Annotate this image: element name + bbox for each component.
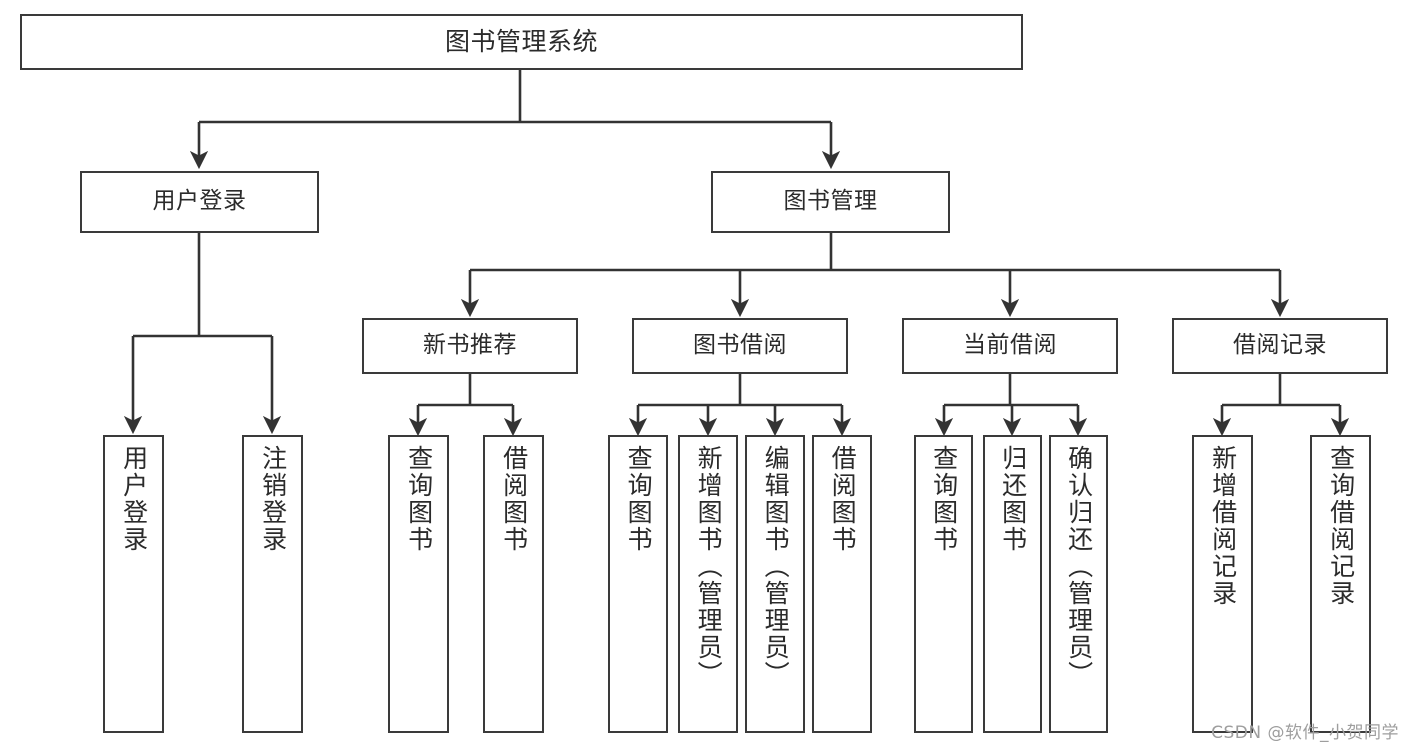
- leaf-confirm-return-label: 确认归还（管理员）: [1064, 445, 1094, 688]
- node-book-manage[interactable]: 图书管理: [711, 171, 950, 233]
- leaf-add-record[interactable]: 新增借阅记录: [1192, 435, 1253, 733]
- leaf-query-book-3-label: 查询图书: [929, 445, 959, 553]
- leaf-query-record-label: 查询借阅记录: [1326, 445, 1356, 607]
- leaf-query-record[interactable]: 查询借阅记录: [1310, 435, 1371, 733]
- leaf-edit-book-label: 编辑图书（管理员）: [761, 445, 791, 688]
- leaf-query-book-2-label: 查询图书: [624, 445, 654, 553]
- node-new-book-recommend[interactable]: 新书推荐: [362, 318, 578, 374]
- leaf-return-book-label: 归还图书: [998, 445, 1028, 553]
- node-current-borrow-label: 当前借阅: [963, 332, 1057, 359]
- leaf-logout-login-label: 注销登录: [258, 445, 288, 553]
- node-user-login[interactable]: 用户登录: [80, 171, 319, 233]
- leaf-borrow-book-2[interactable]: 借阅图书: [812, 435, 872, 733]
- leaf-user-login-label: 用户登录: [119, 445, 149, 553]
- leaf-edit-book[interactable]: 编辑图书（管理员）: [745, 435, 805, 733]
- node-root[interactable]: 图书管理系统: [20, 14, 1023, 70]
- leaf-query-book-1[interactable]: 查询图书: [388, 435, 449, 733]
- leaf-borrow-book-1[interactable]: 借阅图书: [483, 435, 544, 733]
- leaf-logout-login[interactable]: 注销登录: [242, 435, 303, 733]
- node-current-borrow[interactable]: 当前借阅: [902, 318, 1118, 374]
- node-book-borrow-label: 图书借阅: [693, 332, 787, 359]
- leaf-borrow-book-1-label: 借阅图书: [499, 445, 529, 553]
- leaf-user-login[interactable]: 用户登录: [103, 435, 164, 733]
- leaf-borrow-book-2-label: 借阅图书: [828, 445, 858, 553]
- node-user-login-label: 用户登录: [152, 188, 247, 215]
- csdn-watermark: CSDN @软件_小贺同学: [1211, 723, 1399, 743]
- leaf-query-book-1-label: 查询图书: [404, 445, 434, 553]
- node-book-manage-label: 图书管理: [783, 188, 878, 215]
- node-borrow-record[interactable]: 借阅记录: [1172, 318, 1388, 374]
- node-root-label: 图书管理系统: [444, 27, 598, 57]
- node-new-book-recommend-label: 新书推荐: [423, 332, 517, 359]
- leaf-query-book-2[interactable]: 查询图书: [608, 435, 668, 733]
- leaf-add-book[interactable]: 新增图书（管理员）: [678, 435, 738, 733]
- node-borrow-record-label: 借阅记录: [1233, 332, 1327, 359]
- leaf-confirm-return[interactable]: 确认归还（管理员）: [1049, 435, 1108, 733]
- leaf-query-book-3[interactable]: 查询图书: [914, 435, 973, 733]
- leaf-add-book-label: 新增图书（管理员）: [694, 445, 724, 688]
- leaf-add-record-label: 新增借阅记录: [1208, 445, 1238, 607]
- leaf-return-book[interactable]: 归还图书: [983, 435, 1042, 733]
- node-book-borrow[interactable]: 图书借阅: [632, 318, 848, 374]
